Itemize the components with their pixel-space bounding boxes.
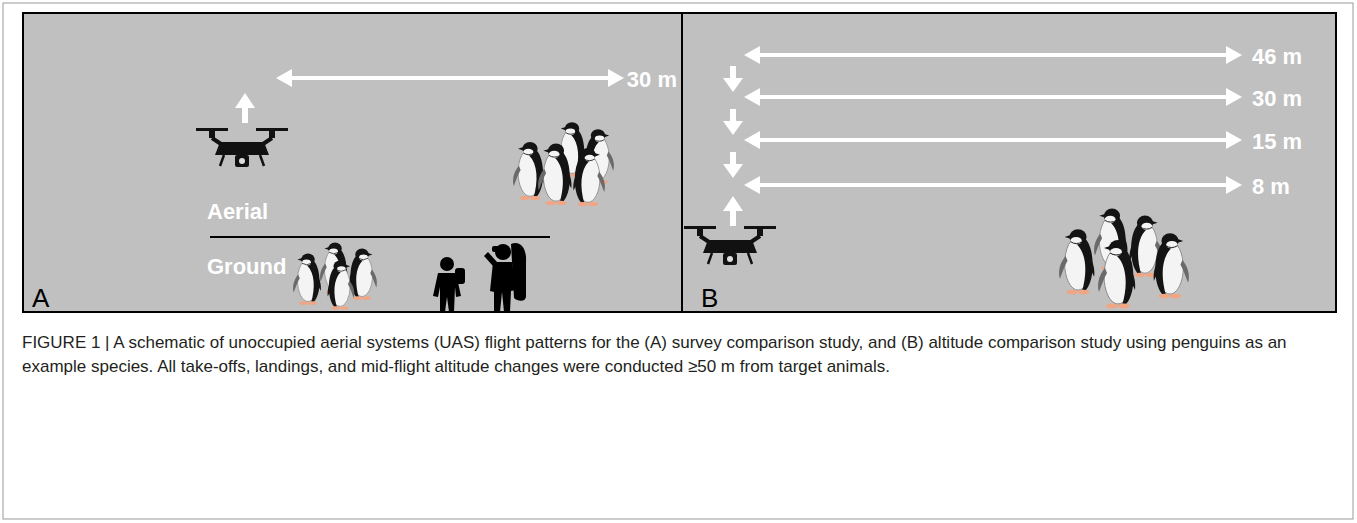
altitude-label: 8 m	[1252, 174, 1290, 200]
figure-caption: FIGURE 1 | A schematic of unoccupied aer…	[22, 331, 1338, 379]
altitude-label: 30 m	[1252, 86, 1302, 112]
mode-label: Aerial	[207, 199, 268, 225]
altitude-label: 46 m	[1252, 44, 1302, 70]
distance-label: 30 m	[627, 67, 677, 93]
panel-letter: A	[32, 285, 49, 311]
panel-letter: B	[701, 285, 718, 311]
panel-b: 46 m 30 m 15 m 8 m B	[681, 12, 1337, 313]
panel-a: 30 m AerialGroundA	[22, 12, 683, 313]
mode-label: Ground	[207, 254, 286, 280]
altitude-label: 15 m	[1252, 129, 1302, 155]
figure-frame	[3, 3, 1353, 519]
